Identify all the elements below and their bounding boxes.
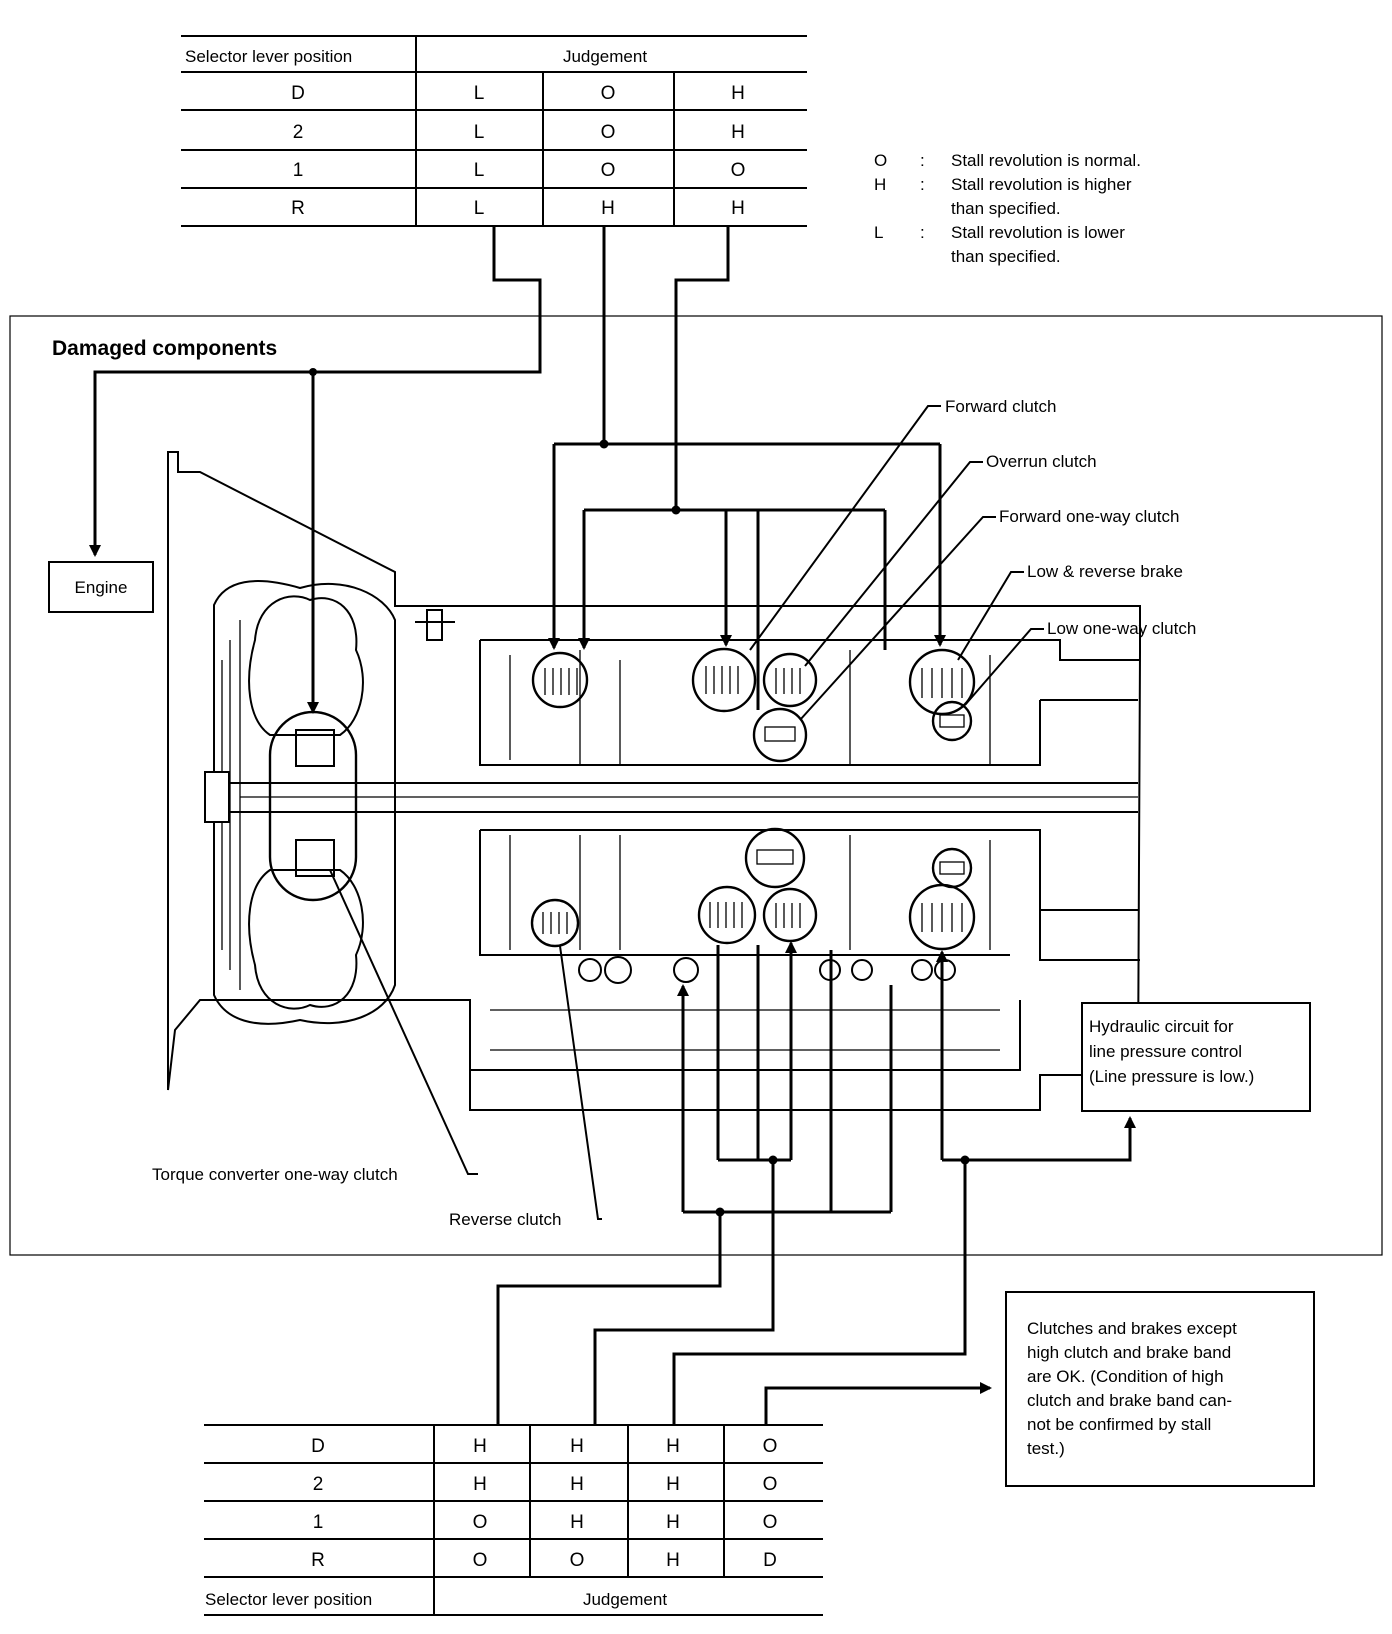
ok-result-box: Clutches and brakes except high clutch a… bbox=[1005, 1291, 1315, 1487]
bottom-row-2-col2: H bbox=[570, 1474, 584, 1495]
high-clutch-marker-top bbox=[691, 647, 757, 713]
bottom-row-1-col1: O bbox=[473, 1512, 488, 1533]
top-row-r-col1: L bbox=[474, 198, 485, 219]
low-reverse-brake-marker-bottom bbox=[908, 883, 976, 951]
top-row-d-col3: H bbox=[731, 83, 745, 104]
hydraulic-circuit-box: Hydraulic circuit for line pressure cont… bbox=[1081, 1002, 1311, 1112]
legend-text-l-1: Stall revolution is lower bbox=[951, 223, 1125, 242]
label-overrun-clutch: Overrun clutch bbox=[986, 452, 1097, 471]
top-row-d-position: D bbox=[291, 83, 305, 104]
bottom-row-1-position: 1 bbox=[313, 1512, 324, 1533]
legend-sep-o: : bbox=[920, 151, 925, 170]
bottom-row-d-col4: O bbox=[763, 1436, 778, 1457]
overrun-clutch-marker bbox=[744, 827, 806, 889]
top-row-1-col2: O bbox=[601, 160, 616, 181]
low-one-way-clutch-marker bbox=[931, 700, 973, 742]
top-row-d-col1: L bbox=[474, 83, 485, 104]
bottom-row-2-col1: H bbox=[473, 1474, 487, 1495]
top-row-2-col2: O bbox=[601, 122, 616, 143]
hydraulic-line-1: Hydraulic circuit for bbox=[1089, 1017, 1234, 1036]
reverse-clutch-marker-bottom bbox=[530, 898, 580, 948]
bottom-row-1-col3: H bbox=[666, 1512, 680, 1533]
bottom-row-2-position: 2 bbox=[313, 1474, 324, 1495]
engine-box: Engine bbox=[48, 561, 154, 613]
component-labels: Forward clutch Overrun clutch Forward on… bbox=[152, 397, 1196, 1229]
bottom-row-d-col3: H bbox=[666, 1436, 680, 1457]
legend-text-l-2: than specified. bbox=[951, 247, 1061, 266]
transmission-cross-section bbox=[167, 451, 1141, 1111]
low-reverse-brake-marker bbox=[908, 648, 976, 716]
legend-text-h-1: Stall revolution is higher bbox=[951, 175, 1132, 194]
legend-sep-l: : bbox=[920, 223, 925, 242]
ok-line-6: test.) bbox=[1027, 1439, 1065, 1458]
top-row-2-position: 2 bbox=[293, 122, 304, 143]
top-row-1-col1: L bbox=[474, 160, 485, 181]
bottom-header-position: Selector lever position bbox=[205, 1590, 372, 1609]
high-clutch-marker-bottom bbox=[697, 885, 757, 945]
legend-symbol-h: H bbox=[874, 175, 886, 194]
legend-symbol-o: O bbox=[874, 151, 887, 170]
bottom-row-r-col3: H bbox=[666, 1550, 680, 1571]
bottom-row-r-col2: O bbox=[570, 1550, 585, 1571]
hydraulic-line-3: (Line pressure is low.) bbox=[1089, 1067, 1254, 1086]
legend-sep-h: : bbox=[920, 175, 925, 194]
bottom-row-2-col3: H bbox=[666, 1474, 680, 1495]
top-row-r-col2: H bbox=[601, 198, 615, 219]
top-judgement-table: Selector lever position Judgement D L O … bbox=[181, 35, 807, 227]
label-low-reverse-brake: Low & reverse brake bbox=[1027, 562, 1183, 581]
ok-line-5: not be confirmed by stall bbox=[1027, 1415, 1211, 1434]
bottom-row-r-col4: D bbox=[763, 1550, 777, 1571]
bottom-row-d-col1: H bbox=[473, 1436, 487, 1457]
legend-symbol-l: L bbox=[874, 223, 883, 242]
forward-clutch-marker-bottom bbox=[762, 887, 818, 943]
label-low-one-way-clutch: Low one-way clutch bbox=[1047, 619, 1196, 638]
top-header-judgement: Judgement bbox=[563, 47, 647, 66]
top-row-1-col3: O bbox=[731, 160, 746, 181]
legend-text-h-2: than specified. bbox=[951, 199, 1061, 218]
bottom-judgement-table: D H H H O 2 H H H O 1 O H H O R O O H D … bbox=[204, 1424, 823, 1616]
bottom-table-connectors bbox=[496, 941, 1136, 1425]
hydraulic-line-2: line pressure control bbox=[1089, 1042, 1242, 1061]
label-forward-one-way-clutch: Forward one-way clutch bbox=[999, 507, 1179, 526]
forward-clutch-marker bbox=[762, 652, 818, 708]
low-one-way-clutch-marker-bottom bbox=[931, 847, 973, 889]
reverse-clutch-marker-top bbox=[531, 651, 589, 709]
engine-label: Engine bbox=[75, 578, 128, 597]
ok-line-2: high clutch and brake band bbox=[1027, 1343, 1231, 1362]
ok-line-1: Clutches and brakes except bbox=[1027, 1319, 1237, 1338]
bottom-row-d-position: D bbox=[311, 1436, 325, 1457]
bottom-row-1-col2: H bbox=[570, 1512, 584, 1533]
ok-line-4: clutch and brake band can- bbox=[1027, 1391, 1232, 1410]
top-row-2-col3: H bbox=[731, 122, 745, 143]
bottom-row-1-col4: O bbox=[763, 1512, 778, 1533]
ok-line-3: are OK. (Condition of high bbox=[1027, 1367, 1224, 1386]
top-row-2-col1: L bbox=[474, 122, 485, 143]
legend: O : Stall revolution is normal. H : Stal… bbox=[874, 151, 1141, 266]
label-forward-clutch: Forward clutch bbox=[945, 397, 1056, 416]
legend-text-o: Stall revolution is normal. bbox=[951, 151, 1141, 170]
label-reverse-clutch: Reverse clutch bbox=[449, 1210, 561, 1229]
top-header-position: Selector lever position bbox=[185, 47, 352, 66]
top-row-r-col3: H bbox=[731, 198, 745, 219]
damaged-components-frame bbox=[9, 315, 1383, 1256]
bottom-row-d-col2: H bbox=[570, 1436, 584, 1457]
label-leaders bbox=[329, 405, 1044, 1220]
bottom-row-r-col1: O bbox=[473, 1550, 488, 1571]
section-title: Damaged components bbox=[52, 337, 277, 360]
top-row-d-col2: O bbox=[601, 83, 616, 104]
bottom-row-2-col4: O bbox=[763, 1474, 778, 1495]
bottom-row-r-position: R bbox=[311, 1550, 325, 1571]
top-row-1-position: 1 bbox=[293, 160, 304, 181]
bottom-header-judgement: Judgement bbox=[583, 1590, 667, 1609]
label-torque-converter-one-way-clutch: Torque converter one-way clutch bbox=[152, 1165, 398, 1184]
top-row-r-position: R bbox=[291, 198, 305, 219]
forward-one-way-clutch-marker bbox=[752, 707, 808, 763]
component-highlights bbox=[268, 647, 976, 951]
